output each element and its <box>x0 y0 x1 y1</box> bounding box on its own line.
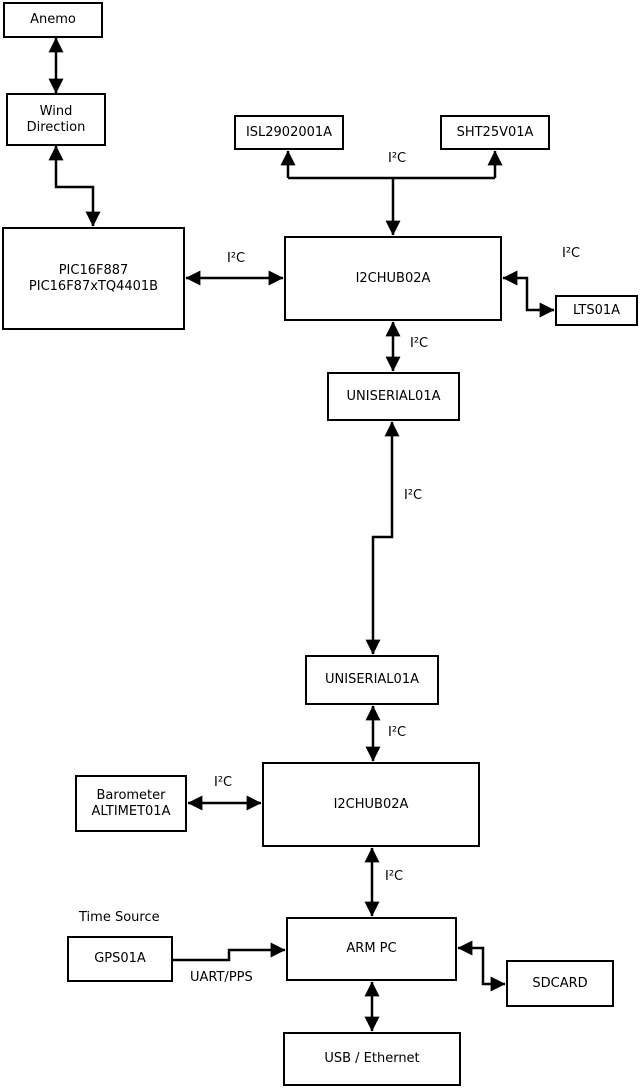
node-arm-pc: ARM PC <box>286 917 457 981</box>
node-uniserial01a-bottom-label: UNISERIAL01A <box>325 672 419 688</box>
node-anemo: Anemo <box>3 2 103 38</box>
node-lts01a-label: LTS01A <box>572 302 621 318</box>
node-anemo-label: Anemo <box>30 12 76 28</box>
node-uniserial01a-top: UNISERIAL01A <box>327 372 460 421</box>
node-barometer-label-line1: Barometer <box>96 787 166 803</box>
node-usb-ethernet-label: USB / Ethernet <box>324 1051 420 1067</box>
node-pic16f887-label-line1: PIC16F887 <box>58 262 129 278</box>
edge-label-i2c-pic-hub1: I²C <box>227 251 246 266</box>
node-isl2902001a-label: ISL2902001A <box>245 124 333 140</box>
edge-uniserial1-uniserial2 <box>365 421 400 655</box>
annotation-time-source: Time Source <box>79 910 160 925</box>
node-i2chub02a-top: I2CHUB02A <box>284 236 502 321</box>
node-sdcard-label: SDCARD <box>532 975 588 991</box>
node-sdcard: SDCARD <box>506 960 614 1007</box>
edge-winddirection-pic <box>48 145 101 227</box>
node-gps01a-label: GPS01A <box>94 951 146 967</box>
edge-label-i2c-sensors-junction: I²C <box>388 151 407 166</box>
edge-label-i2c-barometer-hub2: I²C <box>214 775 233 790</box>
edge-label-i2c-hub1-uniserial1: I²C <box>410 336 429 351</box>
node-wind-direction: Wind Direction <box>6 93 106 146</box>
edge-gps-armpc <box>173 942 286 962</box>
node-i2chub02a-top-label: I2CHUB02A <box>355 270 431 286</box>
node-isl2902001a: ISL2902001A <box>234 115 344 150</box>
edge-label-i2c-hub1-lts: I²C <box>562 246 581 261</box>
node-sht25v01a-label: SHT25V01A <box>456 124 534 140</box>
edge-label-i2c-uniserial1-uniserial2: I²C <box>404 488 423 503</box>
edge-label-uart-pps: UART/PPS <box>190 970 253 985</box>
node-wind-direction-label-line2: Direction <box>26 119 86 135</box>
edge-label-i2c-hub2-armpc: I²C <box>385 869 404 884</box>
node-sht25v01a: SHT25V01A <box>440 115 550 150</box>
node-barometer-altimet01a: Barometer ALTIMET01A <box>75 775 187 832</box>
node-wind-direction-label-line1: Wind <box>39 103 73 119</box>
node-pic16f887-label-line2: PIC16F87xTQ4401B <box>28 278 159 294</box>
node-uniserial01a-bottom: UNISERIAL01A <box>305 655 439 705</box>
node-uniserial01a-top-label: UNISERIAL01A <box>346 388 441 404</box>
node-i2chub02a-bottom-label: I2CHUB02A <box>333 796 409 812</box>
node-lts01a: LTS01A <box>555 295 638 326</box>
node-pic16f887: PIC16F887 PIC16F87xTQ4401B <box>2 227 185 330</box>
edge-label-i2c-uniserial2-hub2: I²C <box>388 725 407 740</box>
node-i2chub02a-bottom: I2CHUB02A <box>262 762 480 847</box>
edge-armpc-sdcard <box>457 940 506 992</box>
edge-hub1-lts <box>502 270 555 318</box>
node-usb-ethernet: USB / Ethernet <box>283 1032 461 1086</box>
node-arm-pc-label: ARM PC <box>346 941 397 957</box>
node-barometer-label-line2: ALTIMET01A <box>91 803 171 819</box>
node-gps01a: GPS01A <box>67 936 173 982</box>
